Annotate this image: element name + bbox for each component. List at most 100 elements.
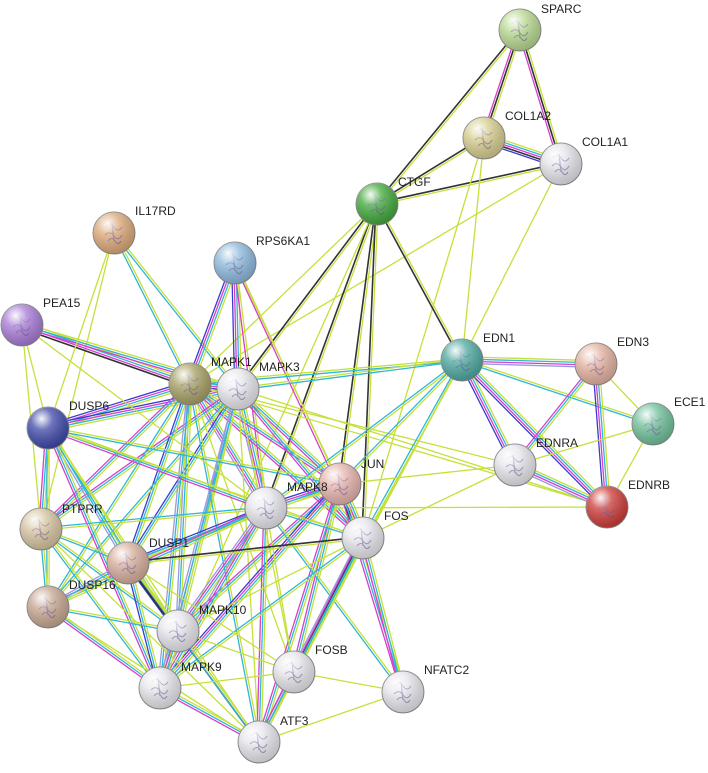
edge-dusp16-mapk10[interactable] bbox=[47, 605, 179, 633]
edge-ptprr-atf3[interactable] bbox=[40, 528, 260, 743]
edge-ptprr-mapk9[interactable] bbox=[39, 527, 162, 690]
edge-fos-mapk9[interactable] bbox=[158, 536, 365, 690]
node-circle[interactable] bbox=[574, 342, 618, 386]
node-circle[interactable] bbox=[26, 406, 70, 450]
edge-line-database bbox=[47, 428, 340, 486]
node-circle[interactable] bbox=[26, 585, 70, 629]
edge-col1a2-fos[interactable] bbox=[362, 137, 485, 539]
node-atf3[interactable]: ATF3 bbox=[237, 714, 309, 764]
edge-jun-mapk9[interactable] bbox=[157, 481, 343, 691]
edge-line-coexpression bbox=[376, 162, 561, 204]
edge-line-experiments bbox=[360, 538, 402, 693]
edge-sparc-col1a1[interactable] bbox=[517, 29, 564, 165]
edge-ednra-jun[interactable] bbox=[339, 464, 516, 485]
edge-ece1-ednra[interactable] bbox=[514, 423, 654, 466]
node-col1a1[interactable]: COL1A1 bbox=[539, 135, 628, 186]
node-circle[interactable] bbox=[138, 666, 182, 710]
edge-fos-nfatc2[interactable] bbox=[360, 537, 406, 693]
node-circle[interactable] bbox=[19, 507, 63, 551]
node-sparc[interactable]: SPARC bbox=[498, 2, 582, 52]
edge-dusp1-fosb[interactable] bbox=[127, 562, 295, 673]
edge-atf3-nfatc2[interactable] bbox=[258, 691, 404, 743]
edge-edn1-ednrb[interactable] bbox=[459, 357, 610, 510]
node-circle[interactable] bbox=[244, 486, 288, 530]
edge-mapk3-fosb[interactable] bbox=[237, 388, 295, 673]
node-circle[interactable] bbox=[168, 362, 212, 406]
edge-jun-atf3[interactable] bbox=[256, 483, 343, 743]
edge-line-textmining bbox=[48, 605, 179, 631]
edge-ctgf-mapk1[interactable] bbox=[189, 203, 378, 385]
node-circle[interactable] bbox=[355, 182, 399, 226]
edge-mapk8-atf3[interactable] bbox=[256, 507, 269, 743]
edge-mapk1-dusp1[interactable] bbox=[125, 383, 193, 564]
node-circle[interactable] bbox=[0, 303, 44, 347]
edge-il17rd-dusp6[interactable] bbox=[47, 232, 115, 429]
edge-mapk9-fosb[interactable] bbox=[159, 671, 295, 689]
node-label: FOS bbox=[384, 509, 409, 523]
edge-line-database bbox=[47, 507, 267, 608]
edge-mapk1-ednrb[interactable] bbox=[189, 383, 608, 508]
edge-edn1-jun[interactable] bbox=[338, 358, 464, 486]
node-rps6ka1[interactable]: RPS6KA1 bbox=[213, 234, 310, 285]
edge-line-textmining bbox=[340, 360, 464, 486]
edge-edn1-ece1[interactable] bbox=[461, 358, 654, 426]
node-ednrb[interactable]: EDNRB bbox=[585, 478, 670, 529]
edge-ctgf-edn1[interactable] bbox=[375, 203, 464, 361]
edge-mapk8-dusp1[interactable] bbox=[126, 505, 268, 566]
node-circle[interactable] bbox=[237, 720, 281, 764]
edge-edn1-edn3[interactable] bbox=[461, 356, 597, 368]
node-circle[interactable] bbox=[92, 211, 136, 255]
edge-ctgf-mapk8[interactable] bbox=[264, 203, 379, 509]
node-circle[interactable] bbox=[585, 485, 629, 529]
edge-col1a2-edn1[interactable] bbox=[461, 137, 485, 361]
edge-dusp6-atf3[interactable] bbox=[47, 427, 260, 743]
node-circle[interactable] bbox=[213, 241, 257, 285]
node-il17rd[interactable]: IL17RD bbox=[92, 204, 176, 255]
node-dusp6[interactable]: DUSP6 bbox=[26, 399, 109, 450]
edge-ctgf-mapk3[interactable] bbox=[236, 202, 379, 391]
node-label: ECE1 bbox=[674, 395, 706, 409]
node-circle[interactable] bbox=[493, 443, 537, 487]
node-circle[interactable] bbox=[462, 116, 506, 160]
edge-mapk8-ptprr[interactable] bbox=[40, 506, 267, 531]
edge-line-experiments bbox=[461, 360, 596, 366]
node-circle[interactable] bbox=[539, 142, 583, 186]
node-label: DUSP1 bbox=[149, 536, 189, 550]
edge-mapk3-dusp16[interactable] bbox=[46, 387, 240, 609]
edge-fos-dusp1[interactable] bbox=[127, 536, 364, 565]
edge-col1a1-edn1[interactable] bbox=[461, 163, 562, 361]
edge-line-database bbox=[40, 383, 191, 530]
node-edn3[interactable]: EDN3 bbox=[574, 335, 649, 386]
node-circle[interactable] bbox=[440, 338, 484, 382]
edge-line-coexpression bbox=[127, 536, 363, 563]
edge-mapk8-mapk9[interactable] bbox=[156, 505, 270, 691]
edge-pea15-mapk8[interactable] bbox=[21, 324, 267, 509]
edge-ctgf-jun[interactable] bbox=[338, 203, 379, 485]
edge-line-database bbox=[188, 384, 259, 743]
edge-mapk3-fos[interactable] bbox=[235, 387, 366, 540]
edge-il17rd-ptprr[interactable] bbox=[40, 232, 115, 530]
node-circle[interactable] bbox=[272, 650, 316, 694]
edge-il17rd-mapk1[interactable] bbox=[112, 232, 192, 385]
edge-il17rd-mapk3[interactable] bbox=[112, 231, 240, 391]
edge-edn1-mapk8[interactable] bbox=[264, 358, 464, 510]
node-circle[interactable] bbox=[341, 516, 385, 560]
node-ece1[interactable]: ECE1 bbox=[631, 395, 706, 446]
edge-ednra-fos[interactable] bbox=[362, 464, 516, 539]
node-circle[interactable] bbox=[498, 8, 542, 52]
edge-edn3-ednrb[interactable] bbox=[592, 363, 611, 508]
edge-line-database bbox=[160, 508, 268, 689]
edge-mapk3-atf3[interactable] bbox=[237, 388, 260, 743]
edge-sparc-ctgf[interactable] bbox=[375, 28, 522, 206]
node-circle[interactable] bbox=[631, 402, 675, 446]
edge-mapk1-fosb[interactable] bbox=[189, 383, 295, 673]
edge-mapk8-fosb[interactable] bbox=[265, 507, 295, 673]
node-circle[interactable] bbox=[381, 670, 425, 714]
edge-mapk3-ednrb[interactable] bbox=[237, 388, 608, 508]
node-circle[interactable] bbox=[156, 609, 200, 653]
edge-dusp6-mapk9[interactable] bbox=[45, 426, 163, 690]
node-fosb[interactable]: FOSB bbox=[272, 643, 348, 694]
edge-mapk3-edn1[interactable] bbox=[237, 358, 463, 391]
node-circle[interactable] bbox=[216, 367, 260, 411]
edge-line-coexpression bbox=[264, 203, 377, 508]
